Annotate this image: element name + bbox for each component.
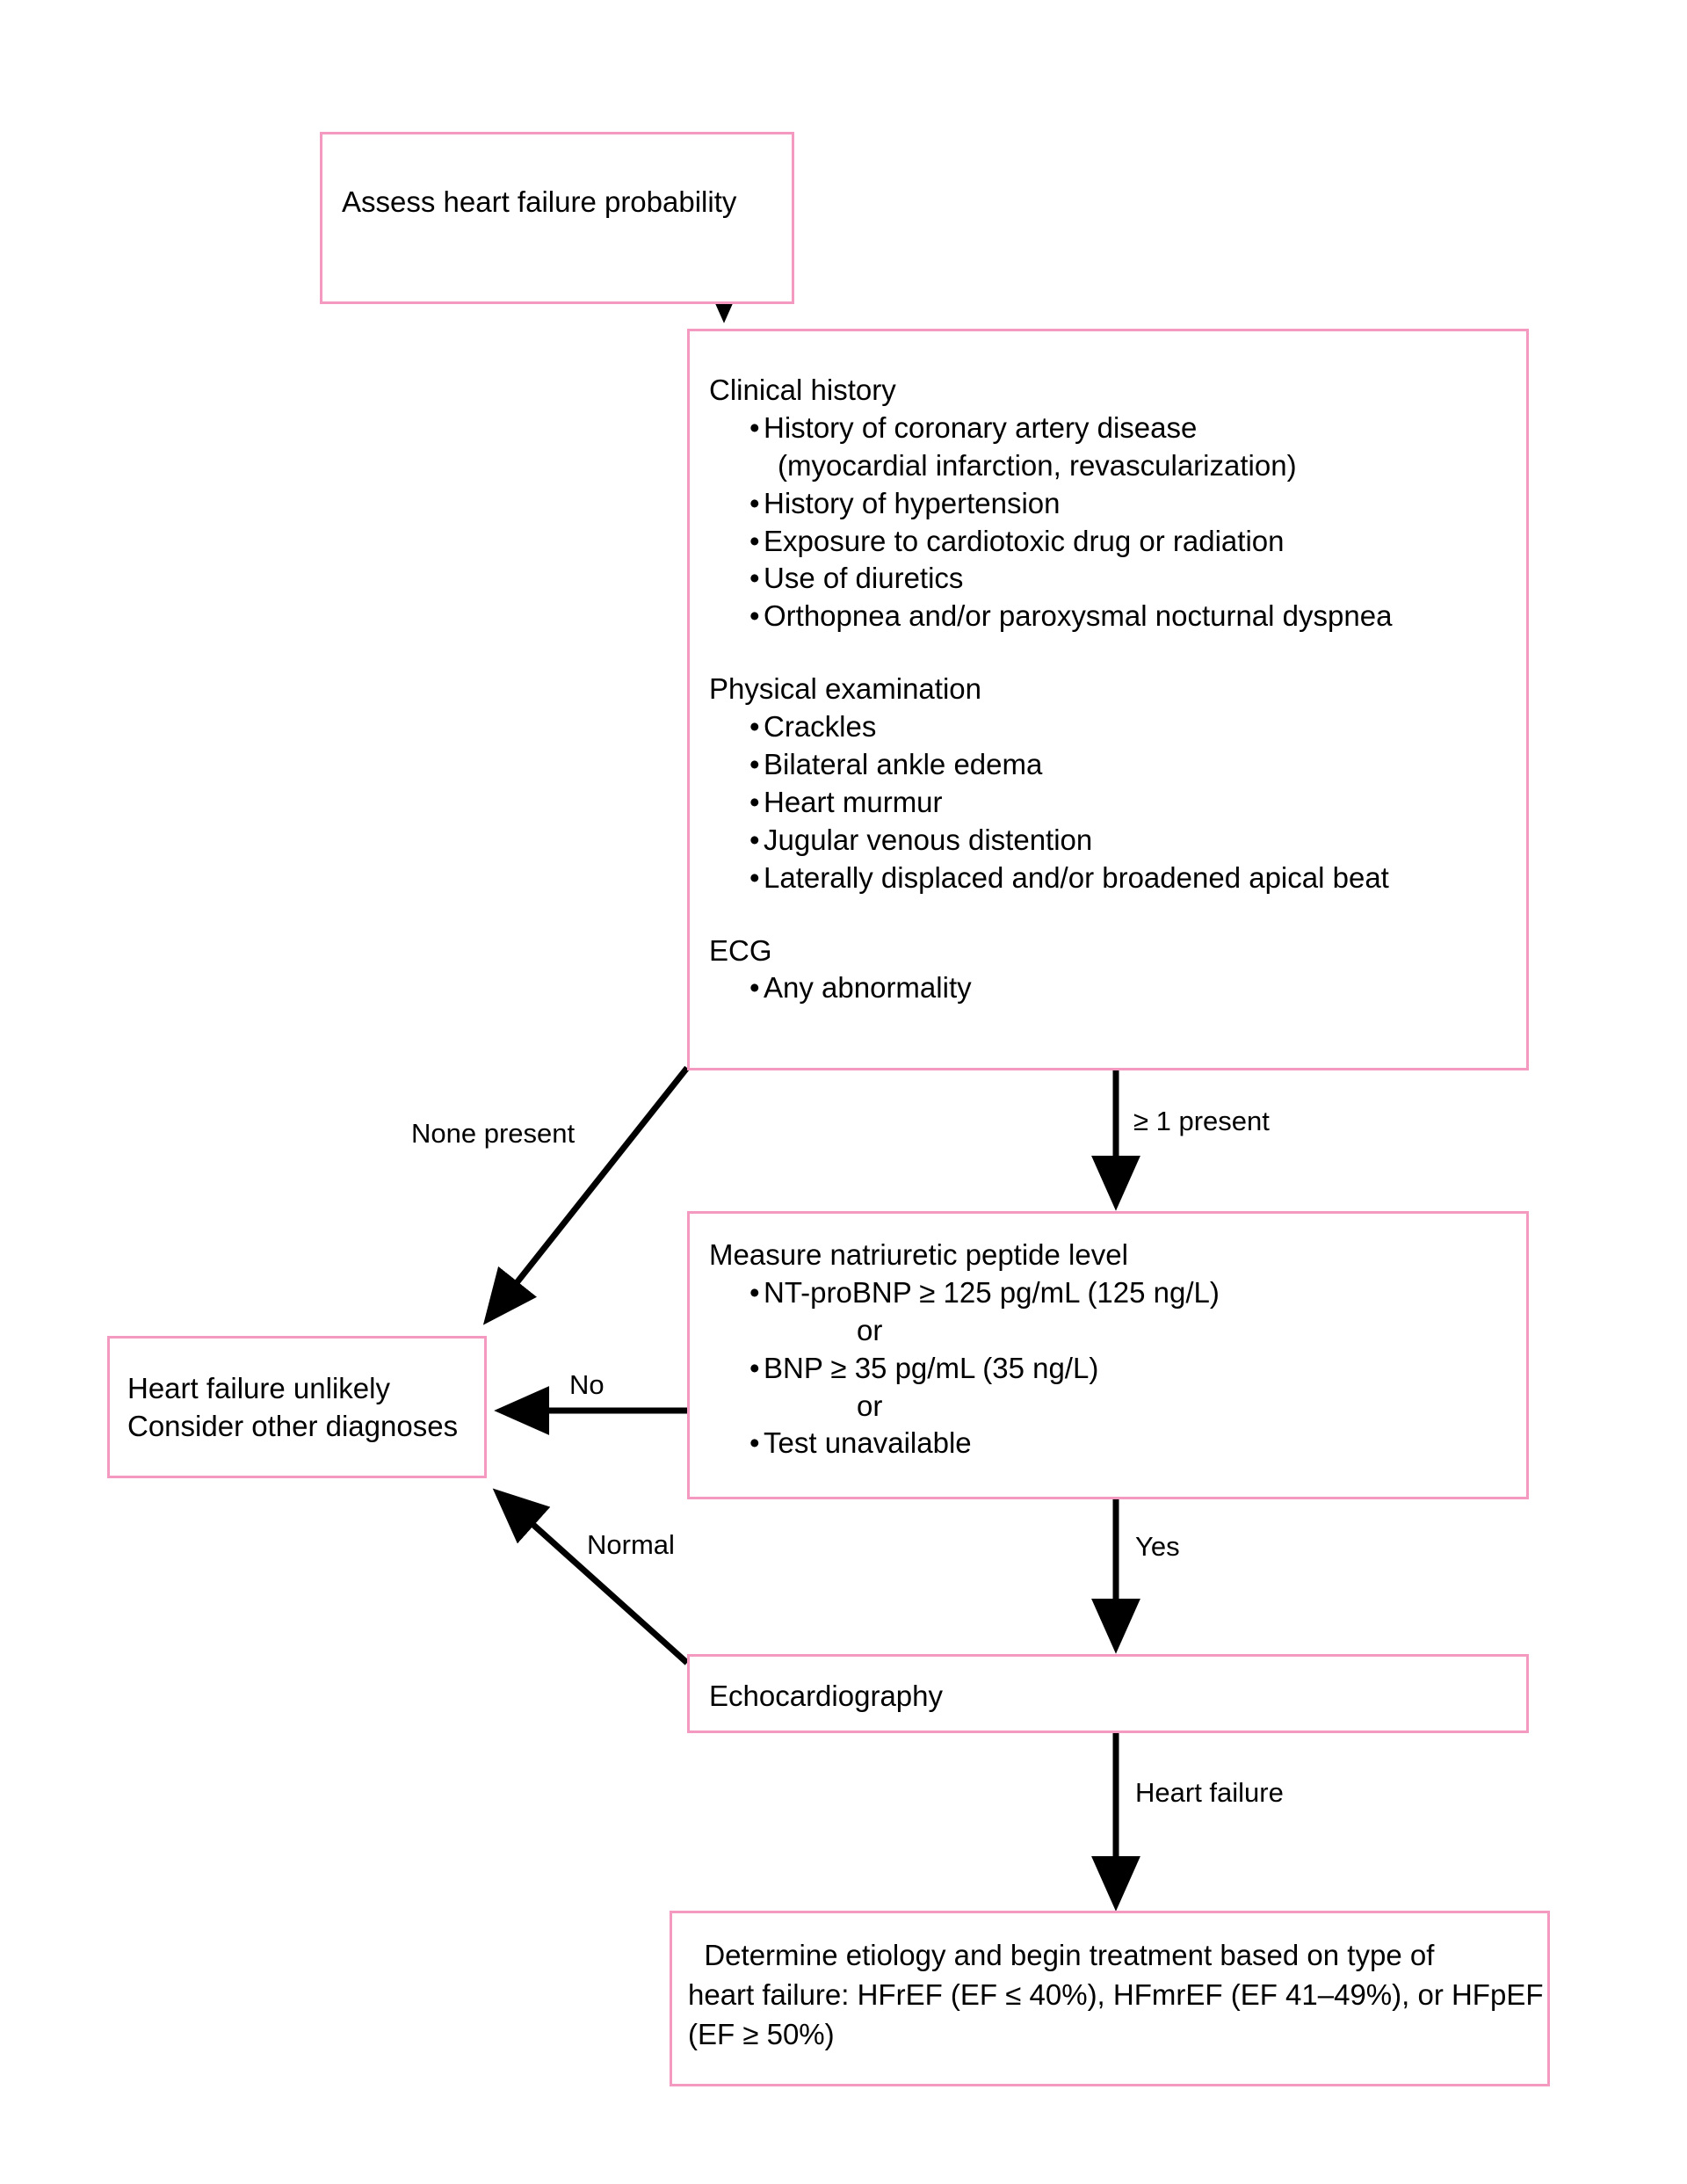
determine-line-3: (EF ≥ 50%) xyxy=(688,2017,835,2050)
unlikely-line-1: Heart failure unlikely xyxy=(127,1372,390,1404)
node-echocardiography[interactable]: Echocardiography xyxy=(687,1654,1529,1733)
physical-examination-list: Crackles Bilateral ankle edema Heart mur… xyxy=(709,708,1517,896)
list-item: Heart murmur xyxy=(709,784,1517,822)
ecg-heading: ECG xyxy=(709,933,772,967)
list-item: Bilateral ankle edema xyxy=(709,746,1517,784)
section-spacer xyxy=(709,635,1517,671)
list-item: BNP ≥ 35 pg/mL (35 ng/L) xyxy=(709,1350,1517,1388)
edge-evaluation-to-unlikely xyxy=(482,1065,690,1325)
list-item: Crackles xyxy=(709,708,1517,746)
node-measure-natriuretic-peptide[interactable]: Measure natriuretic peptide level NT-pro… xyxy=(687,1211,1529,1499)
clinical-history-list: History of coronary artery disease (myoc… xyxy=(709,410,1517,635)
edge-echo-to-unlikely xyxy=(492,1488,690,1665)
list-item: Use of diuretics xyxy=(709,560,1517,598)
list-item: Any abnormality xyxy=(709,969,1517,1007)
clinical-history-heading: Clinical history xyxy=(709,374,896,406)
list-item: NT-proBNP ≥ 125 pg/mL (125 ng/L) xyxy=(709,1274,1517,1312)
node-assess-heart-failure-probability[interactable]: Assess heart failure probability xyxy=(320,132,794,304)
physical-examination-heading: Physical examination xyxy=(709,672,981,706)
echocardiography-label: Echocardiography xyxy=(709,1680,943,1712)
or-separator: or xyxy=(857,1389,883,1422)
list-item: Test unavailable xyxy=(709,1425,1517,1462)
list-item: Laterally displaced and/or broadened api… xyxy=(709,860,1517,897)
node-determine-etiology[interactable]: Determine etiology and begin treatment b… xyxy=(670,1911,1550,2086)
edge-label-yes: Yes xyxy=(1135,1531,1180,1562)
determine-line-1: Determine etiology and begin treatment b… xyxy=(688,1939,1435,1971)
ecg-list: Any abnormality xyxy=(709,969,1517,1007)
edge-label-at-least-one-present: ≥ 1 present xyxy=(1133,1106,1270,1136)
list-item: (myocardial infarction, revascularizatio… xyxy=(778,448,1297,482)
assess-label: Assess heart failure probability xyxy=(342,185,737,218)
node-heart-failure-unlikely[interactable]: Heart failure unlikely Consider other di… xyxy=(107,1336,487,1478)
list-item: History of coronary artery disease xyxy=(709,410,1517,447)
list-item: Exposure to cardiotoxic drug or radiatio… xyxy=(709,523,1517,561)
list-item: History of hypertension xyxy=(709,485,1517,523)
edge-label-no: No xyxy=(569,1369,605,1400)
section-spacer xyxy=(709,897,1517,932)
or-separator: or xyxy=(857,1313,883,1346)
edge-label-heart-failure: Heart failure xyxy=(1135,1777,1284,1808)
natriuretic-heading: Measure natriuretic peptide level xyxy=(709,1238,1128,1271)
determine-line-2: heart failure: HFrEF (EF ≤ 40%), HFmrEF … xyxy=(688,1977,1544,2011)
edge-label-none-present: None present xyxy=(411,1118,576,1149)
node-initial-evaluation[interactable]: Clinical history History of coronary art… xyxy=(687,329,1529,1070)
list-item: Jugular venous distention xyxy=(709,822,1517,860)
edge-label-normal: Normal xyxy=(587,1529,675,1560)
natriuretic-list: NT-proBNP ≥ 125 pg/mL (125 ng/L) or BNP … xyxy=(709,1274,1517,1462)
unlikely-line-2: Consider other diagnoses xyxy=(127,1409,459,1442)
list-item: Orthopnea and/or paroxysmal nocturnal dy… xyxy=(709,598,1517,635)
